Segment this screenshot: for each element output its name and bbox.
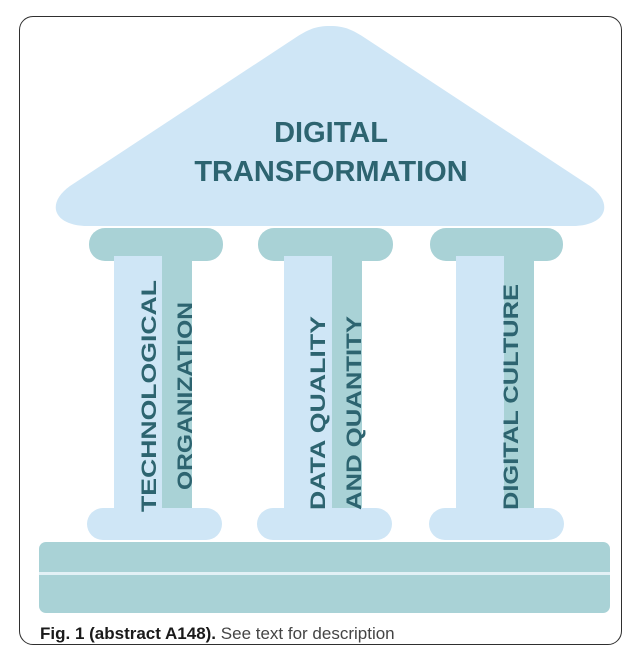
pillar-shaft-light xyxy=(456,256,510,516)
roof-title-line1: DIGITAL xyxy=(274,117,388,149)
figure-frame xyxy=(19,16,622,645)
roof-title-line2: TRANSFORMATION xyxy=(194,156,467,188)
caption-lead: Fig. 1 (abstract A148). xyxy=(40,624,217,643)
pillar-shaft-shade xyxy=(504,256,534,516)
pillar-shaft-shade xyxy=(162,256,192,516)
foundation xyxy=(39,542,610,613)
caption-text: See text for description xyxy=(216,624,395,643)
pillar-shaft-light xyxy=(284,256,338,516)
pillar-capital xyxy=(430,228,563,261)
pillar-technological-organization: TECHNOLOGICAL ORGANIZATION xyxy=(87,228,223,540)
pillar-label-line1: DATA QUALITY xyxy=(307,316,330,510)
pillar-shaft-light xyxy=(114,256,168,516)
pillar-shaft-shade xyxy=(332,256,362,516)
pillar-capital xyxy=(89,228,223,261)
pillar-digital-culture: DIGITAL CULTURE xyxy=(429,228,564,540)
pillar-capital xyxy=(258,228,393,261)
pillar-label-line2: ORGANIZATION xyxy=(174,302,197,490)
pillar-base xyxy=(87,508,222,540)
pillar-data-quality-and-quantity: DATA QUALITY AND QUANTITY xyxy=(257,228,393,540)
roof xyxy=(55,26,605,226)
figure-caption: Fig. 1 (abstract A148). See text for des… xyxy=(40,624,395,644)
pillar-label-line1: TECHNOLOGICAL xyxy=(138,280,161,512)
pillar-base xyxy=(257,508,392,540)
pillar-base xyxy=(429,508,564,540)
foundation-line xyxy=(39,572,610,575)
pillar-label-line2: AND QUANTITY xyxy=(343,316,366,510)
pillar-label-line1: DIGITAL CULTURE xyxy=(500,284,523,510)
